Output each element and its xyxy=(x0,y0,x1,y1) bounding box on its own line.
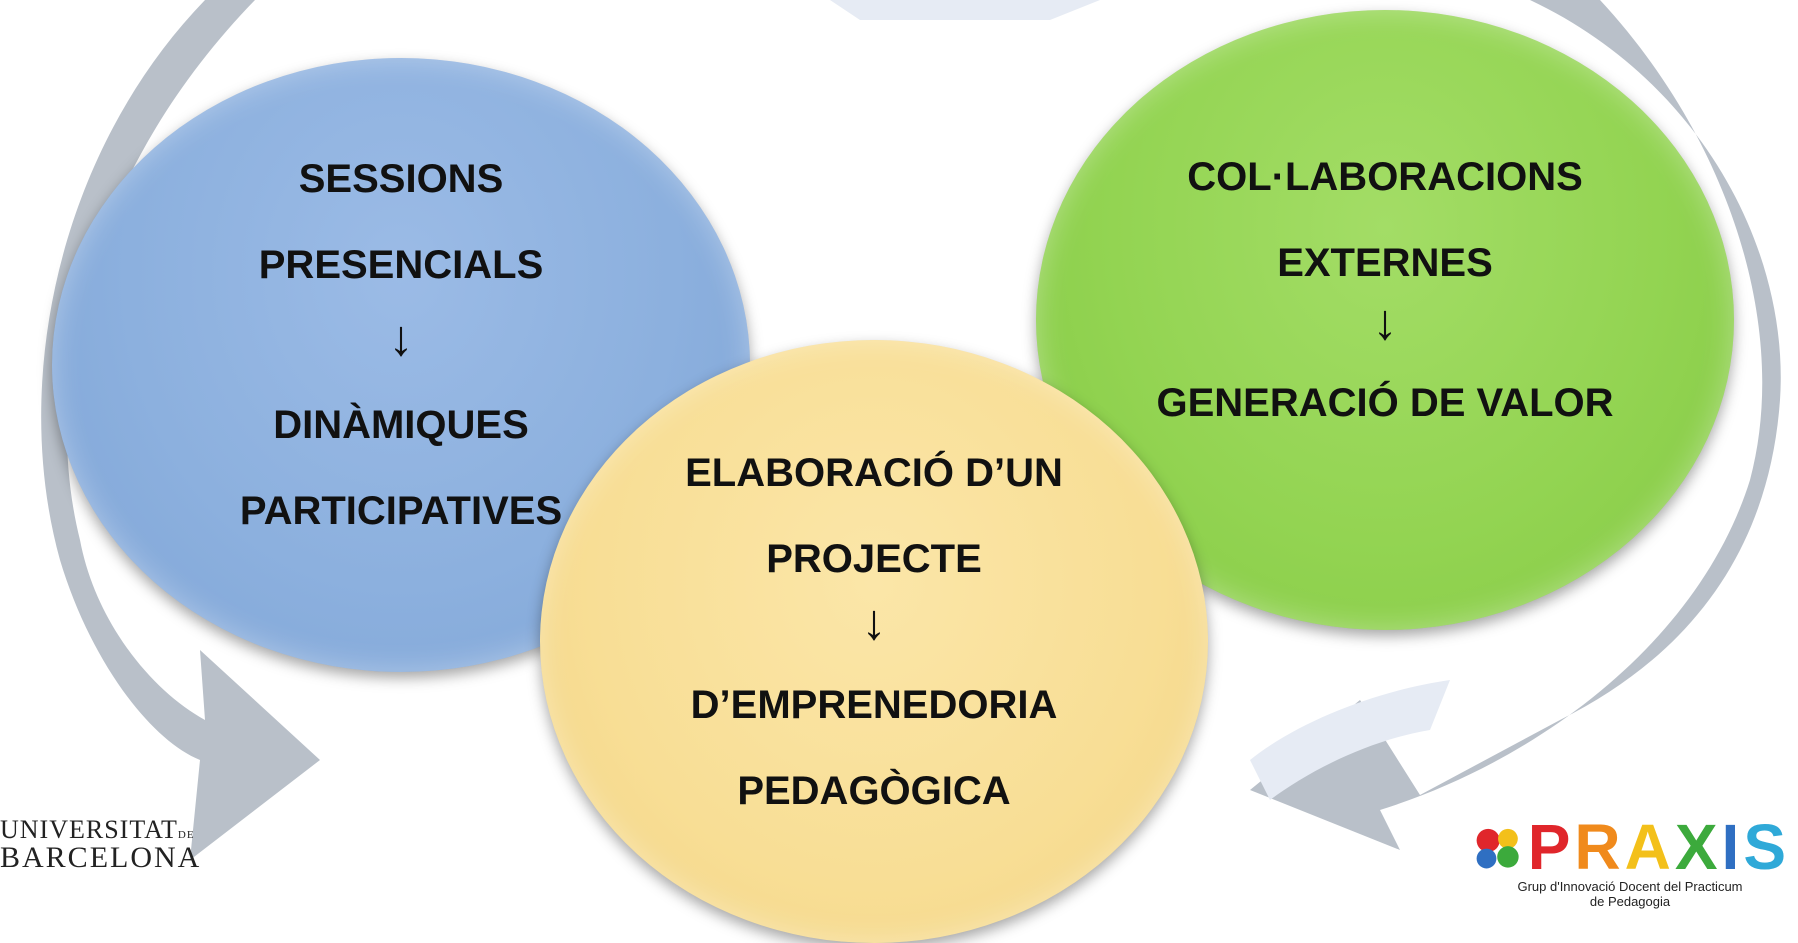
sessions-circle: SESSIONS PRESENCIALS ↓ DINÀMIQUES PARTIC… xyxy=(52,58,750,672)
collaborations-line2: EXTERNES xyxy=(1277,241,1493,285)
ub-logo-line1: UNIVERSITAT xyxy=(0,815,178,844)
praxis-subtitle1: Grup d'Innovació Docent del Practicum xyxy=(1517,879,1743,894)
down-arrow-icon: ↓ xyxy=(388,310,414,366)
sessions-line3: DINÀMIQUES xyxy=(273,403,529,447)
collaborations-circle: COL·LABORACIONS EXTERNES ↓ GENERACIÓ DE … xyxy=(1036,10,1734,630)
project-line1: ELABORACIÓ D’UN xyxy=(685,450,1063,495)
praxis-letter: S xyxy=(1743,811,1790,883)
sessions-line2: PRESENCIALS xyxy=(258,243,544,287)
praxis-subtitle2: de Pedagogia xyxy=(1589,894,1671,909)
cycle-band-light xyxy=(830,0,1100,20)
praxis-letter: X xyxy=(1674,811,1722,883)
praxis-logo: PRAXIS Grup d'Innovació Docent del Pract… xyxy=(1470,815,1790,909)
praxis-letter: P xyxy=(1527,811,1575,883)
collaborations-line3: GENERACIÓ DE VALOR xyxy=(1156,381,1614,425)
down-arrow-icon: ↓ xyxy=(861,593,887,650)
sessions-line1: SESSIONS xyxy=(298,157,504,201)
project-line4: PEDAGÒGICA xyxy=(737,768,1011,813)
praxis-letter: I xyxy=(1721,811,1744,883)
ub-logo-line2: BARCELONA xyxy=(0,841,202,874)
collaborations-line1: COL·LABORACIONS xyxy=(1187,155,1583,199)
praxis-word: PRAXIS xyxy=(1528,815,1790,879)
praxis-letter: A xyxy=(1624,811,1675,883)
praxis-pinwheel-icon xyxy=(1476,828,1519,869)
cycle-band-light-2 xyxy=(1250,680,1450,800)
project-line3: D’EMPRENEDORIA xyxy=(690,682,1058,727)
project-circle: ELABORACIÓ D’UN PROJECTE ↓ D’EMPRENEDORI… xyxy=(540,340,1208,943)
sessions-line4: PARTICIPATIVES xyxy=(239,489,563,533)
project-line2: PROJECTE xyxy=(766,536,982,581)
ub-logo-small: DE xyxy=(177,829,195,841)
university-barcelona-logo: UNIVERSITATDE BARCELONA xyxy=(0,815,202,875)
down-arrow-icon: ↓ xyxy=(1372,294,1398,350)
praxis-letter: R xyxy=(1574,811,1625,883)
